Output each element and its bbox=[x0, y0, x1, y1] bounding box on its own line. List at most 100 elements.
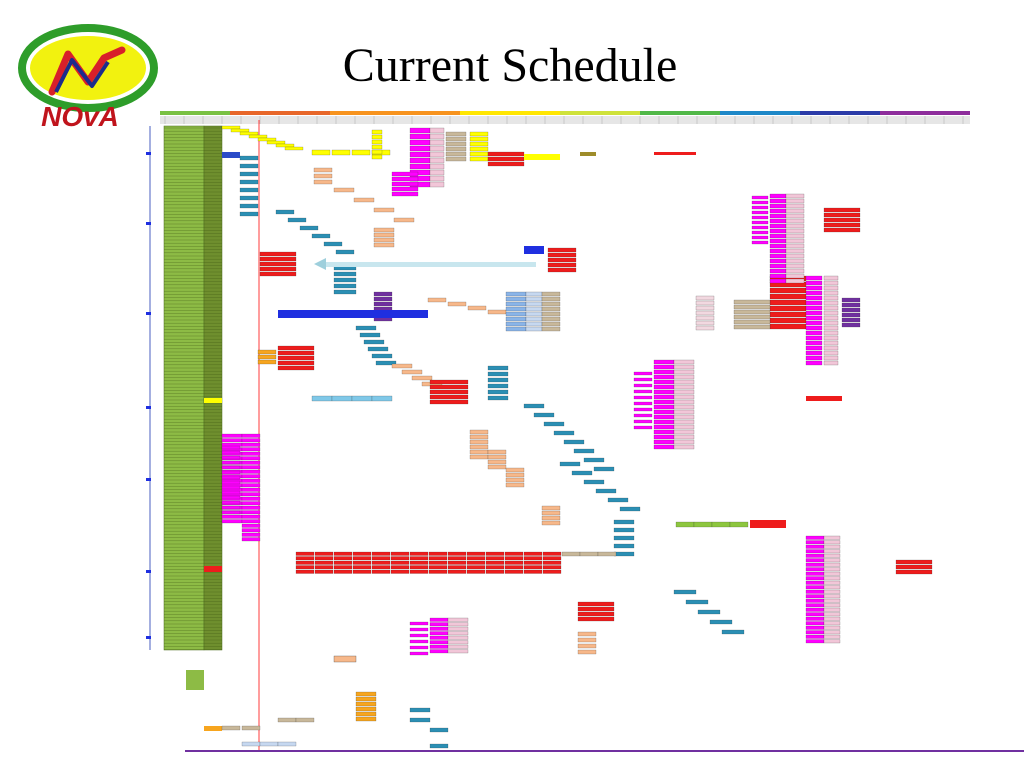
yellow-task bbox=[469, 141, 489, 147]
pink-task bbox=[673, 364, 695, 370]
pink-task bbox=[785, 253, 805, 259]
red-task bbox=[447, 569, 467, 574]
peach-task bbox=[469, 454, 489, 460]
red-task bbox=[352, 560, 372, 565]
red-task bbox=[823, 217, 861, 223]
magenta-task bbox=[769, 203, 787, 209]
magenta-task bbox=[221, 460, 241, 465]
red-task bbox=[823, 207, 861, 213]
red-task bbox=[333, 569, 353, 574]
teal-task bbox=[239, 163, 259, 169]
teal-task bbox=[583, 479, 605, 485]
magenta-task bbox=[221, 475, 241, 480]
magenta-task bbox=[653, 369, 675, 375]
pink-task bbox=[673, 414, 695, 420]
magenta-task bbox=[805, 325, 823, 331]
magenta-task bbox=[769, 278, 787, 284]
magenta-task bbox=[221, 500, 241, 505]
red-task bbox=[504, 560, 524, 565]
pink-task bbox=[695, 295, 715, 301]
red-task bbox=[485, 565, 505, 570]
red-task bbox=[277, 360, 315, 366]
dependency-arrow-head bbox=[314, 258, 326, 270]
magenta-task bbox=[805, 625, 825, 630]
teal-task bbox=[333, 289, 357, 295]
teal-task bbox=[351, 395, 373, 402]
pink-task bbox=[673, 399, 695, 405]
peach-task bbox=[505, 467, 525, 473]
tan-task bbox=[295, 717, 315, 723]
peach-task bbox=[469, 449, 489, 455]
teal-task bbox=[721, 629, 745, 635]
magenta-task bbox=[751, 225, 769, 230]
purple-task bbox=[841, 302, 861, 308]
teal-task bbox=[333, 283, 357, 289]
red-task bbox=[333, 551, 353, 556]
magenta-task bbox=[409, 139, 431, 146]
pink-task bbox=[673, 429, 695, 435]
teal-task bbox=[239, 187, 259, 193]
teal-task bbox=[239, 179, 259, 185]
magenta-task bbox=[805, 567, 825, 572]
pink-task bbox=[429, 181, 445, 188]
teal-task bbox=[697, 609, 721, 615]
left-axis-marker bbox=[146, 570, 151, 573]
magenta-task bbox=[653, 384, 675, 390]
pink-task bbox=[785, 213, 805, 219]
magenta-task bbox=[221, 438, 243, 443]
magenta-task bbox=[221, 490, 241, 495]
peach-task bbox=[469, 434, 489, 440]
teal-task bbox=[613, 519, 635, 525]
magenta-task bbox=[805, 612, 825, 617]
red-task bbox=[428, 556, 448, 561]
tan-task bbox=[541, 311, 561, 317]
pink-task bbox=[785, 238, 805, 244]
magenta-task bbox=[653, 434, 675, 440]
tan-task bbox=[541, 291, 561, 297]
pink-task bbox=[823, 553, 841, 558]
magenta-task bbox=[241, 438, 261, 443]
peach-task bbox=[391, 363, 413, 369]
red-task bbox=[504, 569, 524, 574]
summary-column-b bbox=[203, 125, 223, 651]
pink-task bbox=[673, 434, 695, 440]
red-task bbox=[542, 560, 562, 565]
red-task bbox=[466, 556, 486, 561]
magenta-task bbox=[429, 649, 449, 654]
magenta-task bbox=[805, 280, 823, 286]
magenta-task bbox=[633, 389, 653, 394]
magenta-task bbox=[805, 594, 825, 599]
red-task bbox=[542, 569, 562, 574]
magenta-task bbox=[429, 626, 449, 631]
magenta-task bbox=[221, 465, 241, 470]
red-task bbox=[577, 616, 615, 622]
nova-logo: NOvA bbox=[0, 10, 160, 132]
peach-task bbox=[333, 187, 355, 193]
yellow-task bbox=[469, 131, 489, 137]
pink-task bbox=[823, 585, 841, 590]
purple-task bbox=[373, 301, 393, 307]
teal-task bbox=[287, 217, 307, 223]
red-task bbox=[485, 556, 505, 561]
magenta-task bbox=[769, 258, 787, 264]
timeline-band bbox=[800, 111, 880, 115]
magenta-task bbox=[633, 401, 653, 406]
tan-task bbox=[445, 136, 467, 142]
magenta-task bbox=[653, 379, 675, 385]
red-task bbox=[428, 565, 448, 570]
teal-task bbox=[239, 171, 259, 177]
peach-task bbox=[577, 643, 597, 649]
red-task bbox=[390, 569, 410, 574]
red-task bbox=[823, 227, 861, 233]
red-task bbox=[523, 560, 543, 565]
magenta-task bbox=[221, 480, 241, 485]
red-task bbox=[523, 556, 543, 561]
pink-task bbox=[785, 278, 805, 284]
peach-task bbox=[487, 459, 507, 465]
magenta-task bbox=[221, 433, 243, 438]
peach-task bbox=[447, 301, 467, 307]
magenta-task bbox=[429, 617, 449, 622]
pink-task bbox=[695, 320, 715, 326]
pink-task bbox=[447, 644, 469, 649]
magenta-task bbox=[653, 399, 675, 405]
